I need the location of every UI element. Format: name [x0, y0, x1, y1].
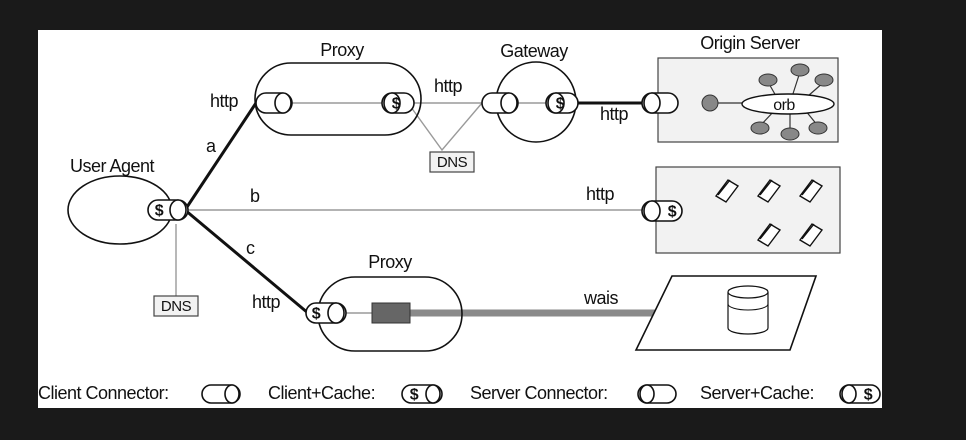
http-a-label: http — [210, 91, 239, 111]
user-agent-client-cache — [147, 199, 189, 221]
database-icon — [727, 285, 769, 335]
legend-client-connector-label: Client Connector: — [38, 383, 169, 403]
folder-icon — [714, 179, 740, 203]
http-proxy-gateway-label: http — [434, 76, 463, 96]
dns-top-box: DNS — [429, 151, 475, 173]
proxy-top-client-connector — [255, 92, 293, 114]
path-a-line — [183, 102, 258, 211]
legend: Client Connector: Client+Cache: Server C… — [38, 383, 881, 404]
proxy-top-label: Proxy — [320, 40, 364, 60]
origin-server-label: Origin Server — [700, 33, 800, 53]
legend-server-connector-icon — [637, 384, 677, 404]
legend-server-cache-icon — [839, 384, 881, 404]
file-server-cache-connector — [641, 200, 683, 222]
user-agent: User Agent — [67, 156, 189, 245]
path-b-label: b — [250, 186, 260, 206]
folder-icon — [756, 223, 782, 247]
proxy-bottom-client-cache — [305, 302, 347, 324]
gateway-label: Gateway — [500, 41, 568, 61]
proxy-bottom: Proxy — [305, 252, 463, 352]
wais-database — [634, 275, 818, 351]
gateway-client-connector — [481, 92, 519, 114]
dns-top-lines — [407, 102, 483, 152]
user-agent-label: User Agent — [70, 156, 155, 176]
origin-node — [701, 94, 719, 112]
legend-client-connector-icon — [201, 384, 241, 404]
path-c-label: c — [246, 238, 255, 258]
svg-text:DNS: DNS — [437, 154, 468, 171]
http-c-label: http — [252, 292, 281, 312]
http-b-label: http — [586, 184, 615, 204]
svg-text:DNS: DNS — [161, 298, 192, 315]
path-c-line — [184, 208, 309, 315]
folder-icon — [798, 223, 824, 247]
gateway: Gateway — [481, 41, 579, 143]
svg-text:orb: orb — [773, 97, 795, 114]
wais-gateway-block — [371, 302, 411, 324]
wais-label: wais — [583, 288, 619, 308]
origin-server: Origin Server orb — [641, 33, 839, 143]
http-gateway-origin-label: http — [600, 104, 629, 124]
path-a-label: a — [206, 136, 217, 156]
proxy-top: Proxy — [254, 40, 422, 136]
gateway-server-cache — [545, 92, 579, 114]
origin-server-connector — [641, 92, 679, 114]
legend-server-connector-label: Server Connector: — [470, 383, 608, 403]
proxy-bottom-label: Proxy — [368, 252, 412, 272]
folder-icon — [756, 179, 782, 203]
orb-hub: orb — [718, 63, 835, 141]
file-server — [641, 166, 841, 254]
folder-icon — [798, 179, 824, 203]
dns-left-box: DNS — [153, 295, 199, 317]
legend-client-cache-label: Client+Cache: — [268, 383, 375, 403]
folder-icons — [714, 179, 824, 247]
legend-server-cache-label: Server+Cache: — [700, 383, 814, 403]
legend-client-cache-icon — [401, 384, 443, 404]
proxy-top-server-cache — [381, 92, 415, 114]
